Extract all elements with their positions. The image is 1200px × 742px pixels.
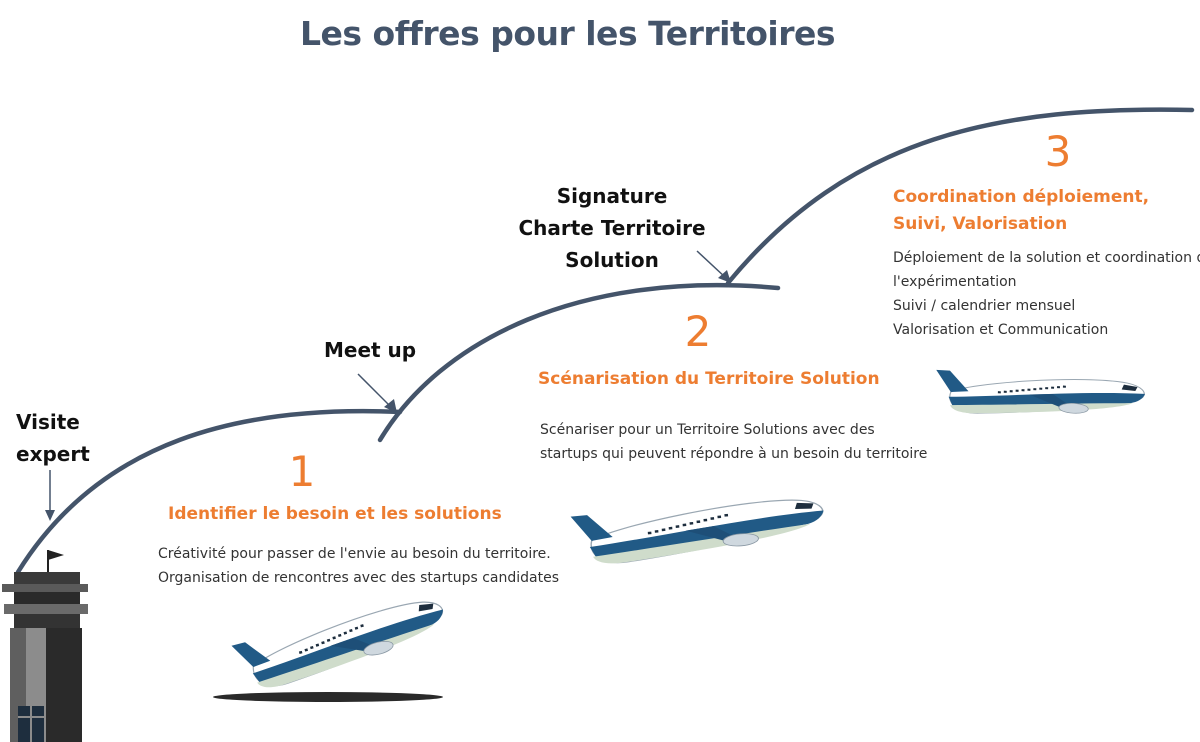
step-3-heading-line-1: Coordination déploiement,: [893, 187, 1150, 207]
milestone-signature: Signature Charte Territoire Solution: [494, 180, 730, 276]
plane-shadow: [213, 692, 443, 702]
step-2-number: 2: [684, 307, 712, 356]
step-2-line-2: startups qui peuvent répondre à un besoi…: [540, 446, 928, 462]
milestone-visite-expert: Visite expert: [16, 406, 90, 470]
step-3-heading-line-2: Suivi, Valorisation: [893, 214, 1068, 234]
step-2-description: Scénariser pour un Territoire Solutions …: [540, 418, 927, 466]
milestone-visite-line1: Visite: [16, 410, 80, 434]
step-1-line-2: Organisation de rencontres avec des star…: [158, 570, 559, 586]
milestone-visite-line2: expert: [16, 442, 90, 466]
arrow-visite: [45, 470, 55, 521]
journey-curve-2: [377, 282, 781, 443]
milestone-signature-line1: Signature: [556, 184, 668, 208]
step-2-line-1: Scénariser pour un Territoire Solutions …: [540, 422, 875, 438]
step-3-heading: Coordination déploiement, Suivi, Valoris…: [893, 184, 1149, 238]
step-2-heading: Scénarisation du Territoire Solution: [538, 369, 880, 389]
step-3-line-2: l'expérimentation: [893, 274, 1017, 290]
step-1-description: Créativité pour passer de l'envie au bes…: [158, 542, 559, 590]
journey-curve-3: [725, 107, 1195, 286]
milestone-signature-line2: Charte Territoire Solution: [518, 216, 706, 272]
arrow-signature: [696, 250, 731, 283]
page-title: Les offres pour les Territoires: [299, 14, 836, 53]
airplane-icon-3: [933, 369, 1147, 423]
control-tower-icon: [2, 550, 88, 742]
airplane-icon-2: [569, 493, 828, 568]
airplane-icon-1: [230, 593, 452, 696]
step-3-line-3: Suivi / calendrier mensuel: [893, 298, 1076, 314]
step-3-line-4: Valorisation et Communication: [893, 322, 1109, 338]
arrow-meetup: [357, 373, 397, 413]
milestone-meet-up: Meet up: [324, 338, 417, 362]
step-3-number: 3: [1044, 127, 1072, 176]
step-3-line-1: Déploiement de la solution et coordinati…: [893, 250, 1200, 266]
step-1-line-1: Créativité pour passer de l'envie au bes…: [158, 546, 551, 562]
journey-curve-1: [15, 408, 403, 575]
step-1-heading: Identifier le besoin et les solutions: [168, 504, 502, 524]
step-1-number: 1: [288, 447, 316, 496]
step-3-description: Déploiement de la solution et coordinati…: [893, 246, 1200, 342]
